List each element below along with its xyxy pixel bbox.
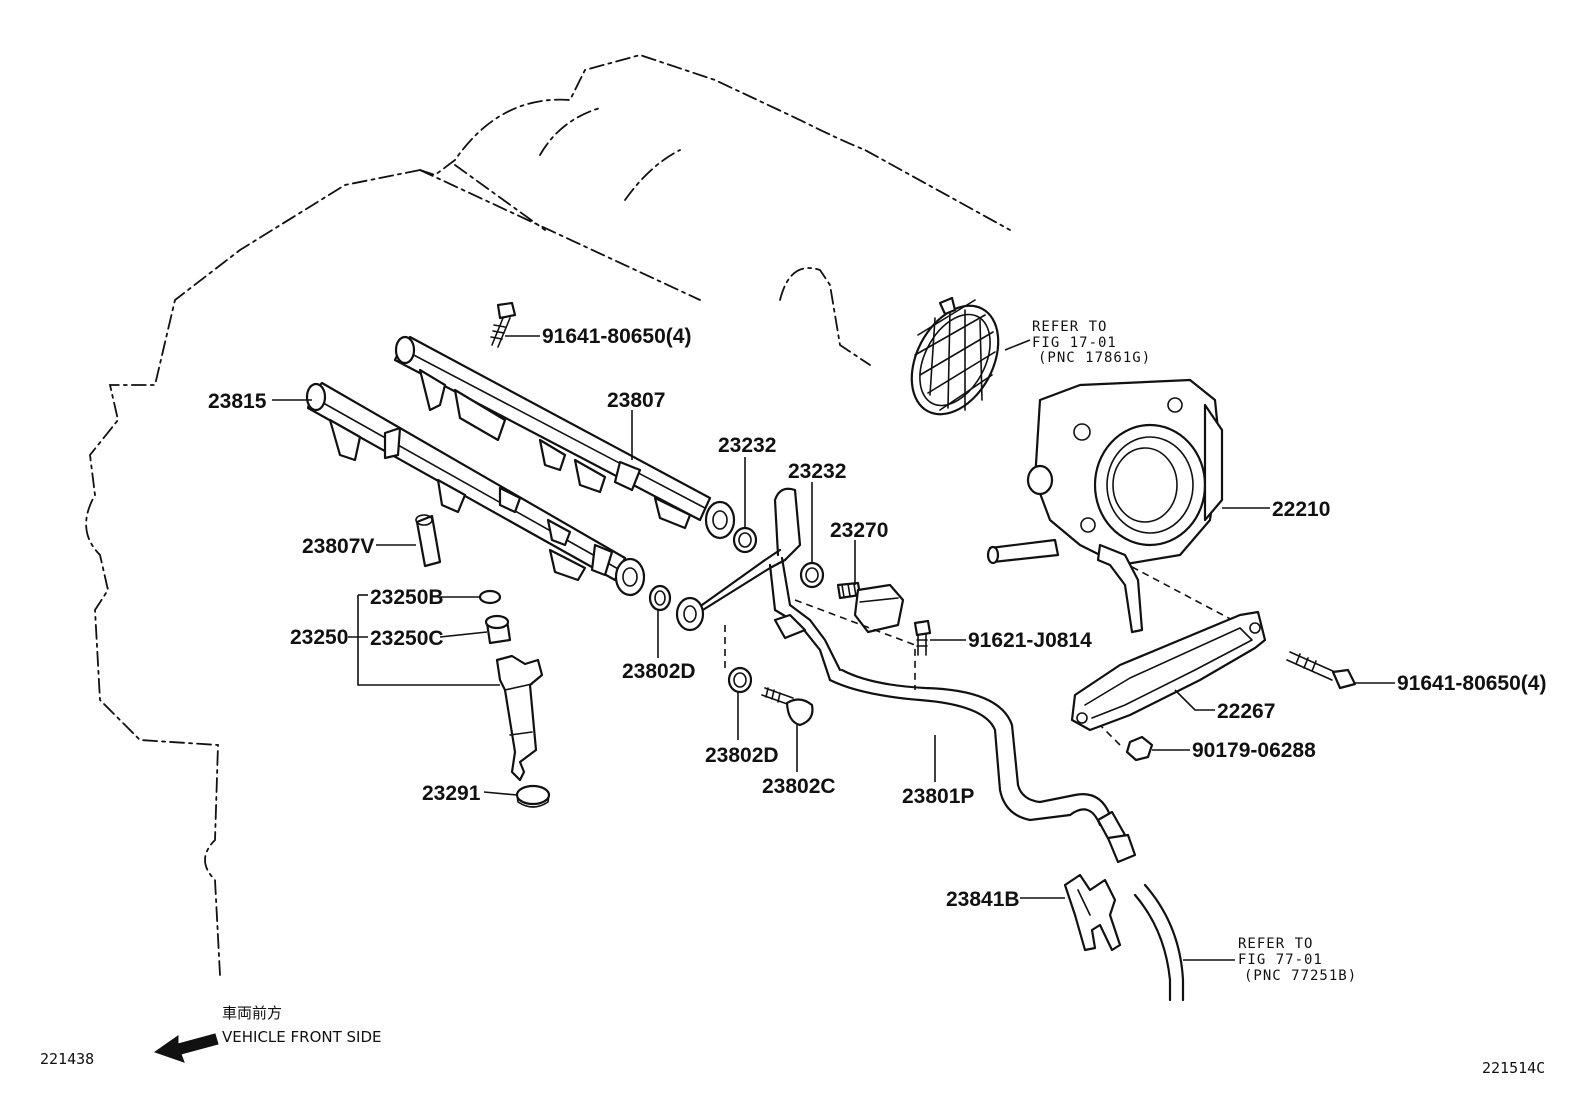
bolt-91641-top <box>490 301 517 348</box>
direction-jp: 車両前方 <box>222 1004 282 1022</box>
label-91621: 91621-J0814 <box>968 629 1092 652</box>
direction-en: VEHICLE FRONT SIDE <box>222 1028 382 1046</box>
label-23232-b: 23232 <box>788 460 846 483</box>
label-23841b: 23841B <box>946 888 1020 911</box>
label-23807: 23807 <box>607 389 665 412</box>
engine-outline <box>85 54 1011 976</box>
union-bolt-23802c <box>761 687 814 727</box>
leader-lines <box>272 335 1395 961</box>
clip-23841b <box>1063 873 1122 952</box>
label-23815: 23815 <box>208 390 267 413</box>
vehicle-front-indicator: 車両前方 VEHICLE FRONT SIDE <box>153 1004 382 1063</box>
label-23250: 23250 <box>290 626 348 649</box>
fuel-delivery-pipe-23807 <box>393 335 736 540</box>
label-23270: 23270 <box>830 519 888 542</box>
refer-bottom-line2: FIG 77-01 <box>1238 952 1323 968</box>
label-90179: 90179-06288 <box>1192 739 1316 762</box>
hose-ref-77-01 <box>1133 883 1185 1002</box>
front-arrow-icon <box>153 1033 219 1063</box>
label-23802d-a: 23802D <box>622 660 696 683</box>
air-element-ref-17-01 <box>910 296 1000 416</box>
callout-labels: 91641-80650(4) 23815 23807 23232 23232 2… <box>208 325 1546 911</box>
fuel-delivery-pipe-23815 <box>305 381 646 597</box>
refer-bottom-line3: (PNC 77251B) <box>1244 968 1357 984</box>
label-22210: 22210 <box>1272 498 1330 521</box>
label-23801p: 23801P <box>902 785 974 808</box>
label-23802c: 23802C <box>762 775 836 798</box>
o-ring-23232-b <box>799 561 825 589</box>
label-23250b: 23250B <box>370 586 444 609</box>
label-23807v: 23807V <box>302 535 374 558</box>
injector-23250 <box>495 654 544 782</box>
refer-bottom-line1: REFER TO <box>1238 936 1313 952</box>
refer-note-top: REFER TO FIG 17-01 (PNC 17861G) <box>1032 319 1151 366</box>
bolt-91641-right <box>1286 651 1357 690</box>
bolt-91621 <box>913 619 932 656</box>
label-23232-a: 23232 <box>718 434 776 457</box>
refer-top-line1: REFER TO <box>1032 319 1107 335</box>
label-23250c: 23250C <box>370 627 444 650</box>
bracket-22267 <box>1070 610 1267 732</box>
label-23291: 23291 <box>422 782 481 805</box>
refer-note-bottom: REFER TO FIG 77-01 (PNC 77251B) <box>1238 936 1357 984</box>
damper-23270 <box>836 581 905 634</box>
insulator-23807v <box>415 514 442 568</box>
label-91641-right: 91641-80650(4) <box>1397 672 1546 695</box>
label-23802d-b: 23802D <box>705 744 779 767</box>
o-ring-23250b <box>478 589 502 605</box>
diagram-code-right: 221514C <box>1482 1059 1545 1077</box>
gasket-23802d-b <box>727 666 753 694</box>
throttle-body-22210 <box>986 378 1224 634</box>
o-ring-23232-a <box>732 526 758 554</box>
cushion-23291 <box>515 784 551 808</box>
gasket-23802d-a <box>648 584 672 612</box>
fuel-pipe-23801p <box>675 487 1137 864</box>
label-91641-top: 91641-80650(4) <box>542 325 691 348</box>
refer-top-line2: FIG 17-01 <box>1032 335 1117 351</box>
nut-90179 <box>1125 735 1154 762</box>
refer-top-line3: (PNC 17861G) <box>1038 350 1151 366</box>
grommet-23250c <box>484 614 512 645</box>
label-22267: 22267 <box>1217 700 1275 723</box>
diagram-code-left: 221438 <box>40 1050 94 1068</box>
